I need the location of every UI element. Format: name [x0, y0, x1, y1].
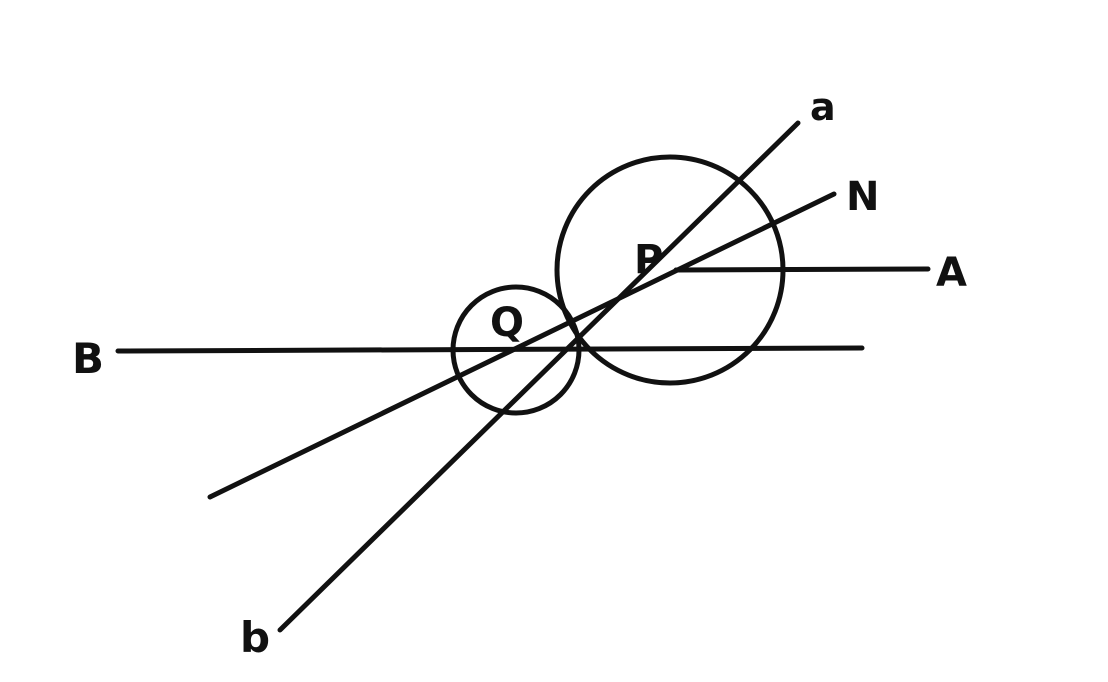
- line-b: [115, 345, 865, 354]
- diagram-labels: a N P A Q B b: [72, 85, 967, 662]
- line-n: [207, 191, 837, 500]
- label-b-lower: b: [240, 613, 270, 662]
- label-p: P: [634, 237, 663, 283]
- label-a-upper: A: [936, 250, 967, 296]
- label-a-lower: a: [810, 85, 836, 129]
- diagram-strokes: [115, 120, 931, 633]
- line-a-b: [277, 120, 801, 633]
- label-n: N: [846, 174, 879, 220]
- label-q: Q: [490, 300, 524, 346]
- line-pa: [673, 266, 931, 273]
- label-b-upper: B: [72, 334, 104, 383]
